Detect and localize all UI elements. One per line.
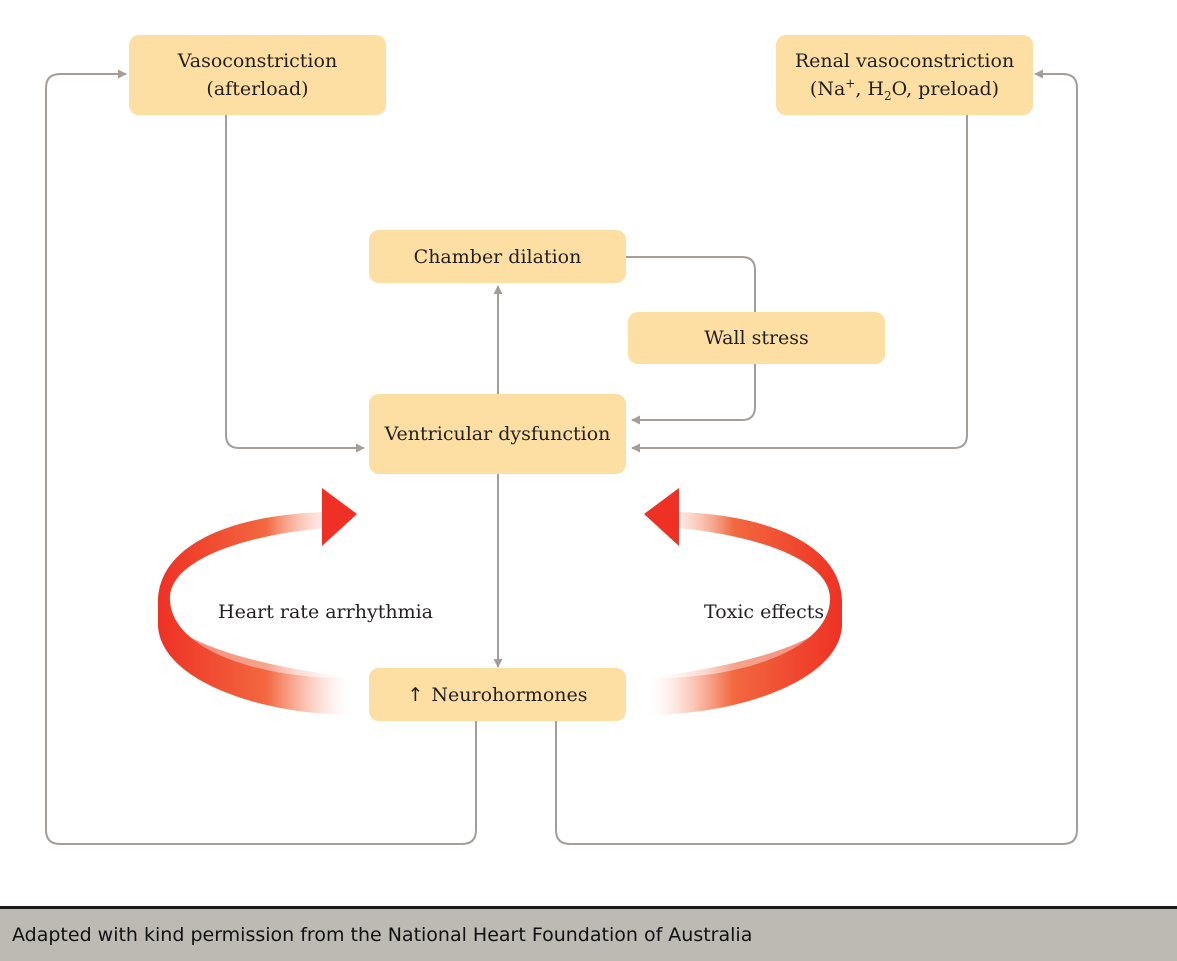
vasoconstriction-line2: (afterload) xyxy=(206,78,309,100)
loop-arrow-left xyxy=(158,488,357,715)
footer-text: Adapted with kind permission from the Na… xyxy=(12,924,753,946)
connector-renal-to-ventricular xyxy=(631,115,968,453)
neurohormones-label: Neurohormones xyxy=(431,683,588,706)
node-chamber-dilation: Chamber dilation xyxy=(369,230,626,283)
loop-arrow-right xyxy=(644,488,842,715)
diagram-canvas xyxy=(45,69,1078,845)
loop-label-right: Toxic effects xyxy=(704,601,825,623)
footer-credit: Adapted with kind permission from the Na… xyxy=(0,906,1177,961)
ventricular-dysfunction-label: Ventricular dysfunction xyxy=(384,423,611,445)
connector-chamber-to-wallstress xyxy=(626,256,756,313)
node-renal-vasoconstriction: Renal vasoconstriction (Na+, H2O, preloa… xyxy=(776,35,1033,115)
renal-line1: Renal vasoconstriction xyxy=(794,50,1015,72)
connector-wallstress-to-ventricular xyxy=(631,364,756,425)
loop-label-left: Heart rate arrhythmia xyxy=(218,601,433,623)
renal-line2: (Na+, H2O, preload) xyxy=(809,76,1000,103)
node-wall-stress: Wall stress xyxy=(628,312,885,364)
connector-vasoconstriction-to-ventricular xyxy=(225,115,365,453)
node-ventricular-dysfunction: Ventricular dysfunction xyxy=(369,394,626,474)
up-arrow-icon: ↑ xyxy=(407,683,424,706)
vasoconstriction-line1: Vasoconstriction xyxy=(177,50,338,72)
node-neurohormones: ↑ Neurohormones xyxy=(369,668,626,721)
connector-neurohormones-to-vasoconstriction xyxy=(45,69,477,845)
node-vasoconstriction: Vasoconstriction (afterload) xyxy=(129,35,386,115)
wall-stress-label: Wall stress xyxy=(704,327,809,349)
connector-neurohormones-to-renal xyxy=(555,69,1078,845)
chamber-dilation-label: Chamber dilation xyxy=(413,245,582,268)
